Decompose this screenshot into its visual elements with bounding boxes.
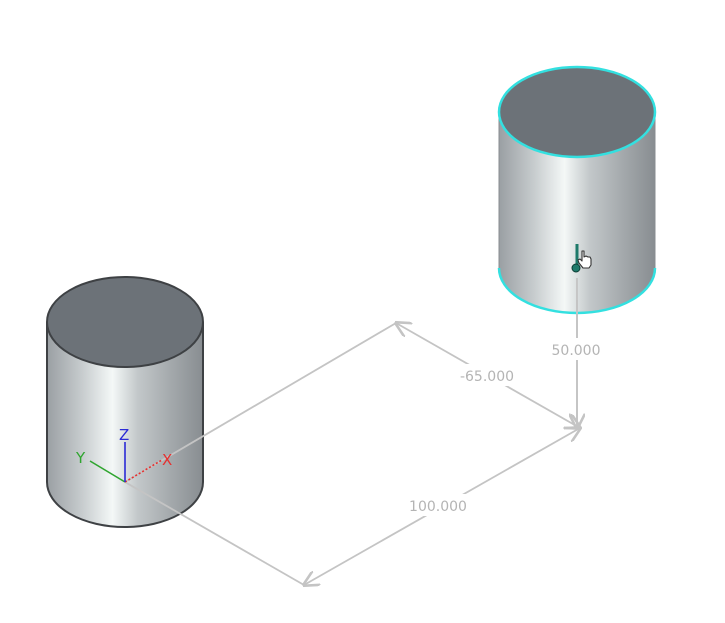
dimension-label-x[interactable]: 100.000 [409, 499, 467, 515]
cylinder-right-selected[interactable] [497, 65, 657, 315]
cylinder-left-outline [46, 322, 204, 528]
cylinder-right-top-face[interactable] [497, 65, 657, 159]
cylinder-left-side [47, 322, 203, 527]
cylinder-left-top-face[interactable] [46, 276, 204, 368]
cylinder-left[interactable] [46, 276, 204, 528]
move-handle-icon[interactable] [571, 244, 581, 273]
cylinder-right-edges [498, 112, 656, 268]
coordinate-triad: X Y Z [75, 426, 172, 483]
dimension-label-z[interactable]: 50.000 [552, 343, 601, 359]
axis-x-line [124, 459, 163, 483]
axis-y-line [89, 460, 126, 483]
cylinder-right-side [499, 112, 655, 313]
dimension-label-y[interactable]: -65.000 [460, 369, 514, 385]
hand-pointer-cursor-icon [577, 250, 592, 269]
dimension-lines [304, 300, 580, 585]
axis-z-label: Z [119, 426, 129, 444]
dimension-labels[interactable]: -65.000 50.000 100.000 [398, 338, 611, 516]
axis-x-label: X [162, 451, 172, 469]
axis-y-label: Y [75, 449, 86, 467]
